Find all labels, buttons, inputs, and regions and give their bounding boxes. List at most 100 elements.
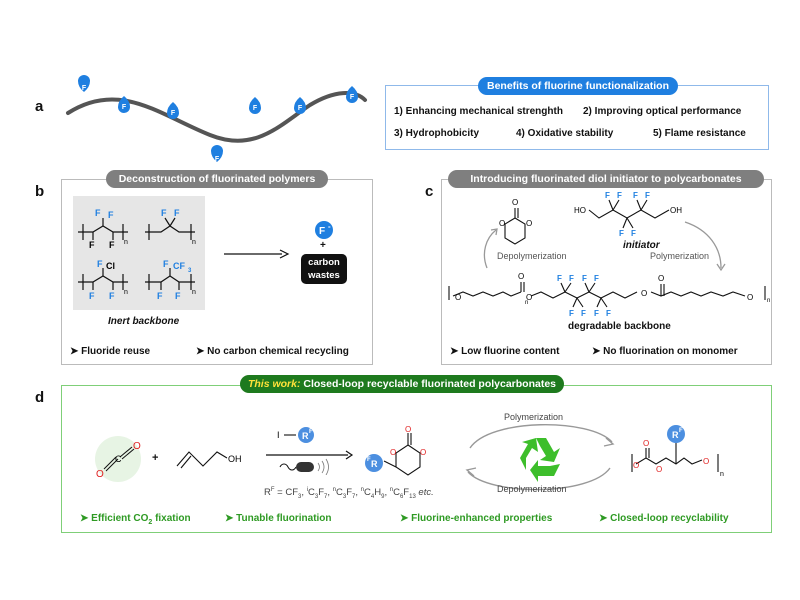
rf-list-script: 7 — [352, 494, 356, 501]
panel-b-bullet: ➤ Fluoride reuse — [70, 346, 151, 357]
oxygen-atom: O — [512, 198, 518, 207]
fluorine-letter: F — [171, 110, 176, 117]
hydroxyl-group: OH — [228, 454, 242, 464]
carbon-atom: C — [115, 454, 122, 464]
panel-b-title-pill: Deconstruction of fluorinated polymers — [106, 170, 328, 188]
fluorine-atom: F — [109, 291, 115, 301]
depolymerization-label: Depolymerization — [497, 251, 567, 261]
fluorine-letter: F — [298, 105, 303, 112]
panel-d-title-pill: This work: Closed-loop recyclable fluori… — [240, 375, 564, 393]
panel-d-title-text: Closed-loop recyclable fluorinated polyc… — [300, 378, 557, 390]
rf-def-r: R — [264, 487, 271, 499]
fluorine-marker: F — [294, 97, 306, 114]
oxygen-atom: O — [641, 289, 647, 298]
fluorine-atom: F — [109, 240, 115, 250]
repeat-n: n — [720, 471, 724, 478]
oxygen-atom: O — [499, 219, 505, 228]
fluorine-letter: F — [82, 85, 87, 92]
inert-backbone-label: Inert backbone — [108, 316, 180, 327]
panel-d-bullet: ➤ Closed-loop recyclability — [599, 513, 729, 524]
fluorine-atom: F — [157, 291, 163, 301]
oxygen-atom: O — [405, 425, 411, 434]
fluorine-atom: F — [108, 210, 114, 220]
rf-list-script: 9 — [381, 494, 385, 501]
rf-list-text: C — [308, 487, 315, 499]
oxygen-atom: O — [526, 293, 532, 302]
repeat-n: n — [767, 298, 770, 304]
rf-list-text: C — [393, 487, 400, 499]
fluorine-atom: F — [645, 191, 650, 200]
fluorine-atom: F — [95, 208, 101, 218]
fluorine-atom: F — [581, 309, 586, 318]
ptfe-structure — [78, 218, 128, 240]
oxygen-atom: O — [526, 219, 532, 228]
oxygen-atom: O — [747, 293, 753, 302]
oxygen-atom: O — [518, 272, 524, 281]
rf-list-text: H — [374, 487, 382, 499]
rf-list-text: C — [336, 487, 343, 499]
carbon-wastes-line2: wastes — [308, 270, 340, 281]
rf-list-script: 3 — [314, 494, 319, 501]
bullet-1-sub: 2 — [148, 519, 153, 526]
fr-sup: F — [367, 457, 371, 463]
rf-list-script: n — [360, 487, 365, 493]
light-catalyst-icon — [279, 458, 329, 475]
rf-def-sup: F — [270, 487, 275, 493]
rf-list-text: C — [364, 487, 371, 499]
fluorine-marker: F — [249, 97, 261, 114]
rf-def-rest: = CF — [274, 487, 299, 499]
panel-c-letter: c — [425, 183, 434, 200]
fluorine-atom: F — [569, 309, 574, 318]
repeat-n: n — [525, 300, 528, 306]
rf-list-script: 6 — [399, 494, 404, 501]
fep-structure — [145, 268, 195, 290]
fluorine-atom: F — [619, 229, 624, 238]
oxygen-atom: O — [455, 293, 461, 302]
oxygen-atom: O — [656, 465, 662, 474]
fluorine-marker: F — [167, 102, 179, 119]
fluorine-marker: F — [118, 96, 130, 113]
benefits-title-pill: Benefits of fluorine functionalization — [478, 77, 678, 95]
fr-label: R — [371, 459, 378, 469]
bullet-1-text: ➤ Efficient CO — [80, 513, 149, 524]
panel-c-bullet: ➤ No fluorination on monomer — [592, 346, 738, 357]
repeat-n: n — [124, 289, 128, 296]
panel-b-bullet: ➤ No carbon chemical recycling — [196, 346, 349, 357]
fluoropolymer-structures: F F F F n F F n Cl F F F n CF 3 F F F n — [78, 208, 196, 301]
co2-molecule-icon: O C O — [95, 436, 141, 482]
rf-list-script: 4 — [370, 494, 375, 501]
rf-list-text: , — [355, 487, 361, 499]
chlorine-atom: Cl — [106, 261, 115, 271]
rf-definition: RF = CF3, iC3F7, nC3F7, nC4H9, nC6F13 et… — [264, 487, 434, 500]
fluorine-atom: F — [617, 191, 622, 200]
rf-list-text: , — [327, 487, 333, 499]
this-work-label: This work: — [247, 378, 301, 390]
rf-sup: F — [679, 428, 683, 434]
fluorine-marker: F — [78, 75, 90, 92]
rf-list-text: F — [318, 487, 325, 499]
reaction-arrow: R F I — [266, 427, 354, 475]
degradable-backbone-label: degradable backbone — [568, 321, 671, 332]
rf-list-text: , — [301, 487, 307, 499]
fluorine-atom: F — [605, 191, 610, 200]
repeat-n: n — [192, 239, 196, 246]
benefit-item: 2) Improving optical performance — [583, 106, 742, 117]
rf-list-script: 3 — [342, 494, 347, 501]
benefit-item: 4) Oxidative stability — [516, 128, 614, 139]
rf-list-text: F — [403, 487, 410, 499]
fluorine-letter: F — [253, 105, 258, 112]
rf-label: R — [672, 430, 679, 440]
fluorine-atom: F — [161, 208, 167, 218]
oxygen-atom: O — [658, 274, 664, 283]
fluorinated-chain-diagram: F F F F F F F — [66, 75, 367, 163]
fluorine-atom: F — [582, 274, 587, 283]
panel-a-letter: a — [35, 98, 44, 115]
fluorine-atom: F — [569, 274, 574, 283]
iodine-atom: I — [277, 430, 280, 440]
rf-list-script: 3 — [298, 494, 302, 501]
fluorine-marker: F — [346, 86, 358, 103]
fluorinated-polycarbonate: O O O O R F n — [631, 425, 724, 478]
fluorine-atom: F — [594, 309, 599, 318]
rf-list-script: n — [332, 487, 337, 493]
oxygen-atom: O — [133, 441, 141, 452]
